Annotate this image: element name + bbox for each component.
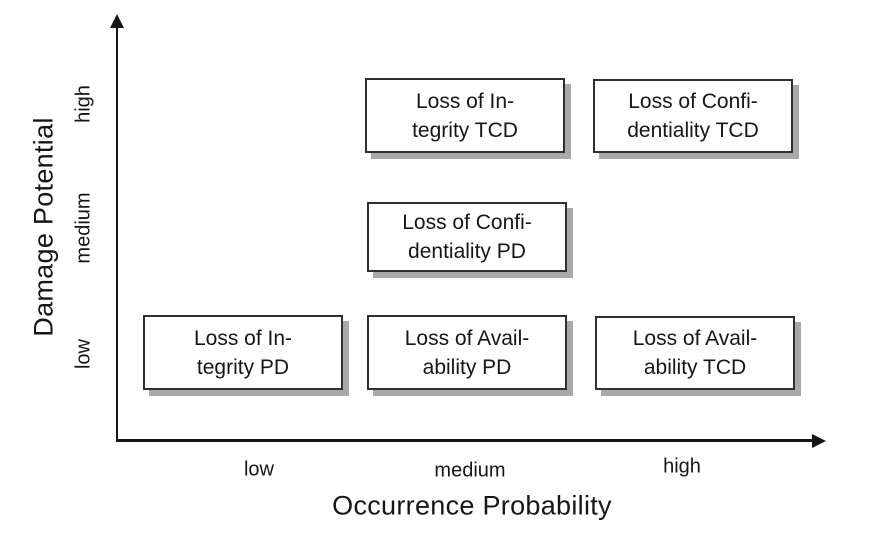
x-axis-arrowhead-icon — [812, 433, 826, 448]
risk-box-label-line: Loss of Avail- — [632, 327, 758, 350]
risk-box-loss-of-availability-pd: Loss of Avail- ability PD — [367, 315, 567, 390]
risk-box-loss-of-confidentiality-pd: Loss of Confi- dentiality PD — [367, 202, 567, 272]
risk-box-loss-of-confidentiality-tcd: Loss of Confi- dentiality TCD — [593, 79, 793, 153]
risk-box-label-line: Loss of Avail- — [404, 326, 530, 350]
x-tick-low: low — [243, 458, 275, 481]
risk-box-loss-of-integrity-pd: Loss of In- tegrity PD — [143, 315, 343, 390]
risk-box-label-line: ability TCD — [643, 356, 747, 379]
x-tick-medium: medium — [434, 459, 506, 482]
risk-box-loss-of-availability-tcd: Loss of Avail- ability TCD — [595, 316, 795, 390]
y-tick-medium: medium — [72, 192, 95, 264]
y-tick-low: low — [72, 338, 95, 370]
risk-box-label-line: dentiality TCD — [627, 119, 759, 142]
risk-box-label-line: Loss of Confi- — [402, 211, 532, 234]
y-tick-high: high — [72, 85, 95, 123]
risk-box-label-line: tegrity PD — [196, 355, 290, 379]
y-axis-title: Damage Potential — [28, 117, 59, 337]
y-axis-line — [116, 26, 118, 441]
risk-box-label-line: ability PD — [422, 355, 512, 379]
x-tick-high: high — [663, 455, 701, 478]
x-axis-title: Occurrence Probability — [332, 490, 612, 521]
x-axis-line — [116, 439, 816, 442]
risk-box-label-line: tegrity TCD — [412, 118, 518, 142]
y-axis-arrowhead-icon — [110, 14, 124, 28]
risk-box-label-line: Loss of Confi- — [628, 90, 758, 113]
risk-box-label-line: dentiality PD — [408, 240, 526, 263]
risk-box-loss-of-integrity-tcd: Loss of In- tegrity TCD — [365, 78, 565, 153]
risk-box-label-line: Loss of In- — [193, 326, 293, 350]
risk-box-label-line: Loss of In- — [415, 89, 515, 113]
